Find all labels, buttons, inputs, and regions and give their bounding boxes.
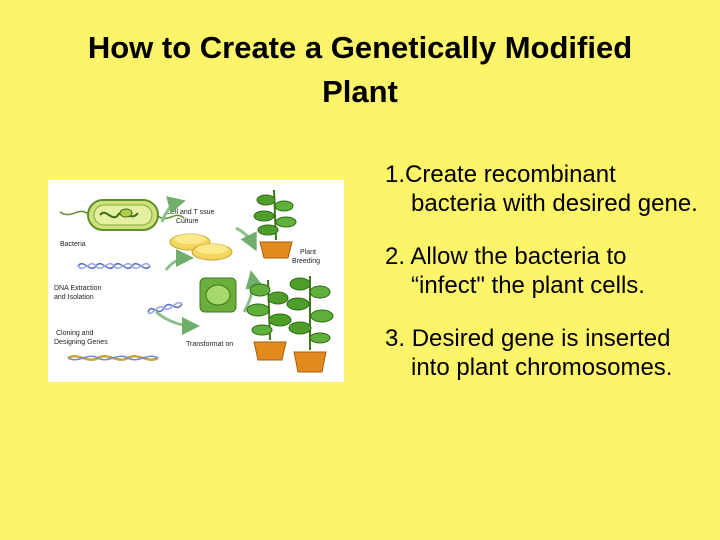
label-culture-1: Cell and T ssue (166, 209, 214, 216)
slide-title: How to Create a Genetically Modified Pla… (87, 30, 633, 109)
label-culture-2: Culture (176, 218, 199, 225)
plant-bottom-left-illustration (246, 279, 292, 361)
step-3-number: 3. (385, 325, 406, 352)
label-breeding-1: Plant (300, 249, 316, 256)
label-breeding-2: Breeding (292, 258, 320, 265)
dna-helix-2-illustration (147, 301, 183, 315)
step-1: 1.Create recombinant bacteria with desir… (385, 160, 705, 218)
step-1-number: 1. (385, 161, 406, 188)
step-3-text: Desired gene is inserted into plant chro… (411, 325, 673, 381)
label-cloning-1: Cloning and (56, 330, 93, 337)
culture-dishes-illustration (169, 233, 233, 261)
transformation-dish-illustration (199, 277, 237, 313)
step-2: 2. Allow the bacteria to “infect" the pl… (385, 242, 705, 300)
label-cloning-2: Designing Genes (54, 339, 108, 346)
bacteria-illustration (59, 199, 185, 231)
step-1-text: Create recombinant bacteria with desired… (405, 161, 698, 217)
diagram-svg: Bacteria DNA Extraction and Isolation Cl… (54, 189, 334, 373)
steps-list: 1.Create recombinant bacteria with desir… (385, 160, 705, 382)
step-2-text: Allow the bacteria to “infect" the plant… (410, 243, 645, 299)
label-bacteria: Bacteria (60, 241, 86, 248)
gene-strip-illustration (67, 355, 159, 361)
step-2-number: 2. (385, 243, 406, 270)
label-transformation: Transformat on (186, 341, 233, 348)
label-dna-extraction-1: DNA Extraction (54, 285, 102, 292)
cycle-arrows (155, 196, 264, 335)
label-dna-extraction-2: and Isolation (54, 294, 94, 301)
plant-top-illustration (253, 189, 297, 259)
gm-plant-process-diagram: Bacteria DNA Extraction and Isolation Cl… (48, 180, 344, 382)
dna-helix-illustration (77, 262, 151, 270)
plant-bottom-right-illustration (286, 276, 334, 373)
step-3: 3. Desired gene is inserted into plant c… (385, 324, 705, 382)
